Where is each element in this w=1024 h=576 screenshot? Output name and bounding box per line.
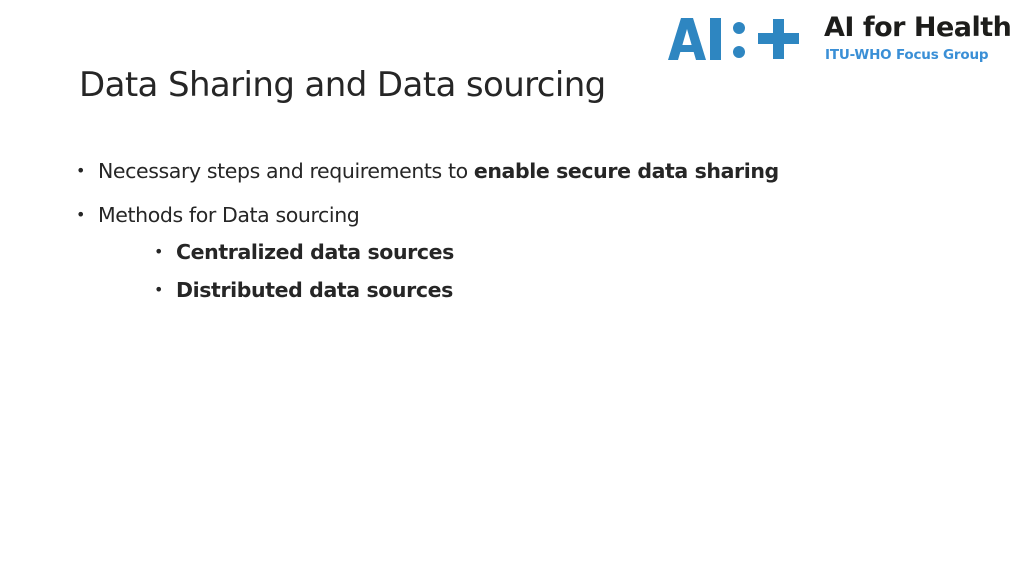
brand-title: AI for Health [824, 12, 1012, 43]
bullet-text-bold: Distributed data sources [176, 278, 453, 302]
bullet-item-secure-sharing: • Necessary steps and requirements to ena… [76, 156, 779, 186]
bullet-glyph: • [76, 161, 86, 180]
bullet-text: Necessary steps and requirements to [98, 159, 474, 183]
ai-plus-logo-mark [668, 18, 799, 60]
slide-title: Data Sharing and Data sourcing [79, 65, 606, 105]
bullet-glyph: • [154, 280, 164, 299]
sub-bullet-item-centralized: • Centralized data sources [154, 237, 454, 267]
bullet-text-bold: enable secure data sharing [473, 159, 779, 183]
bullet-text: Methods for Data sourcing [98, 203, 360, 227]
bullet-glyph: • [76, 205, 86, 224]
ai-for-health-logo: AI for Health ITU-WHO Focus Group [666, 12, 1016, 68]
sub-bullet-item-distributed: • Distributed data sources [154, 275, 453, 305]
bullet-glyph: • [154, 242, 164, 261]
brand-subtitle: ITU-WHO Focus Group [825, 47, 989, 63]
bullet-text-bold: Centralized data sources [176, 240, 454, 264]
bullet-item-data-sourcing: • Methods for Data sourcing [76, 200, 360, 230]
